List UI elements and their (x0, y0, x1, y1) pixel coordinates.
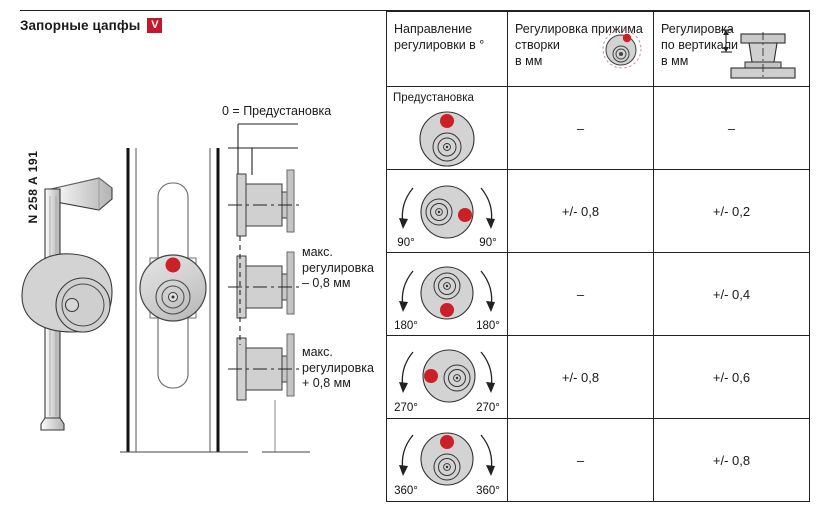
pin-section-bottom (228, 333, 310, 453)
header-sash-line1: Регулировка прижима (515, 22, 643, 36)
row-4-sash-value: +/- 0,8 (507, 335, 654, 419)
row-3-angle-left: 180° (394, 320, 418, 332)
header-vertical: Регулировка по вертикали в мм (653, 11, 810, 87)
cam-diagram-row-2: 90° 90° (397, 185, 497, 249)
header-sash-line2: створки (515, 38, 560, 52)
header-direction-line2: регулировки в ° (394, 38, 485, 52)
table-row: Предустановка – – (386, 86, 810, 170)
adjustment-table: Направление регулировки в ° Регулировка … (386, 11, 810, 502)
row-2-direction-cell: 90° 90° (386, 169, 508, 253)
table-row: 270° 270° +/- 0,8 +/- 0,6 (386, 335, 810, 419)
table-row: 90° 90° +/- 0,8 +/- 0,2 (386, 169, 810, 253)
annot-minus-line2: регулировка (302, 260, 374, 275)
row-5-vertical-value: +/- 0,8 (653, 418, 810, 502)
red-dot-right (458, 208, 472, 222)
preset-leader-line (237, 123, 298, 178)
row-2-sash-value: +/- 0,8 (507, 169, 654, 253)
header-vertical-line3: в мм (661, 54, 689, 68)
red-dot-bottom (440, 303, 454, 317)
row-1-direction-cell: Предустановка (386, 86, 508, 170)
row-3-angle-right: 180° (476, 320, 500, 332)
row-1-preset-label: Предустановка (393, 92, 474, 104)
annot-plus-line3: + 0,8 мм (302, 376, 351, 390)
row-5-angle-left: 360° (394, 485, 418, 497)
page-title: Запорные цапфы V (20, 18, 163, 33)
row-2-angle-left: 90° (397, 237, 414, 249)
row-3-vertical-value: +/- 0,4 (653, 252, 810, 336)
table-row: 180° 180° – +/- 0,4 (386, 252, 810, 336)
header-vertical-line1: Регулировка (661, 22, 734, 36)
row-4-vertical-value: +/- 0,6 (653, 335, 810, 419)
row-3-sash-value: – (507, 252, 654, 336)
row-3-direction-cell: 180° 180° (386, 252, 508, 336)
vertical-pin-icon (721, 29, 796, 79)
max-adjust-plus-annotation: макс. регулировка + 0,8 мм (302, 345, 374, 392)
sash-front-view (120, 148, 248, 453)
max-adjust-minus-annotation: макс. регулировка – 0,8 мм (302, 245, 374, 292)
row-5-sash-value: – (507, 418, 654, 502)
technical-drawing: N 258 A 191 0 = Предустановка макс. регу… (0, 0, 386, 522)
table-header-row: Направление регулировки в ° Регулировка … (386, 11, 810, 87)
pin-section-middle (228, 251, 300, 319)
annot-plus-line2: регулировка (302, 360, 374, 375)
header-vertical-line2: по вертикали (661, 38, 739, 52)
drawing-svg (21, 123, 310, 453)
annot-minus-line1: макс. (302, 245, 333, 259)
header-sash-line3: в мм (515, 54, 543, 68)
row-2-vertical-value: +/- 0,2 (653, 169, 810, 253)
header-direction: Направление регулировки в ° (386, 11, 508, 87)
red-dot-left (424, 369, 438, 383)
annot-plus-line1: макс. (302, 345, 333, 359)
pin-section-top (228, 169, 300, 237)
row-4-direction-cell: 270° 270° (386, 335, 508, 419)
table-top-rule (386, 10, 806, 11)
row-1-sash-value: – (507, 86, 654, 170)
row-5-angle-right: 360° (476, 485, 500, 497)
red-dot-top (440, 114, 454, 128)
table-row: 360° 360° – +/- 0,8 (386, 418, 810, 502)
row-2-angle-right: 90° (479, 237, 496, 249)
row-4-angle-right: 270° (476, 402, 500, 414)
red-dot-top (440, 435, 454, 449)
row-5-direction-cell: 360° 360° (386, 418, 508, 502)
cam-red-dot (165, 257, 181, 273)
preset-caption: 0 = Предустановка (222, 104, 332, 118)
row-4-angle-left: 270° (394, 402, 418, 414)
allen-key-icon (21, 177, 113, 431)
cam-diagram-row-4: 270° 270° (394, 349, 500, 414)
cam-diagram-row-3: 180° 180° (394, 266, 500, 332)
row-1-vertical-value: – (653, 86, 810, 170)
header-direction-line1: Направление (394, 22, 473, 36)
cam-diagram-row-5: 360° 360° (394, 432, 500, 497)
eccentric-cam-icon (602, 29, 642, 69)
header-sash-pressure: Регулировка прижима створки в мм (507, 11, 654, 87)
eccentric-cam (139, 254, 207, 322)
annot-minus-line3: – 0,8 мм (302, 276, 351, 290)
page-title-text: Запорные цапфы (20, 18, 141, 33)
cam-diagram-row-1 (419, 111, 475, 167)
version-badge: V (147, 18, 163, 33)
